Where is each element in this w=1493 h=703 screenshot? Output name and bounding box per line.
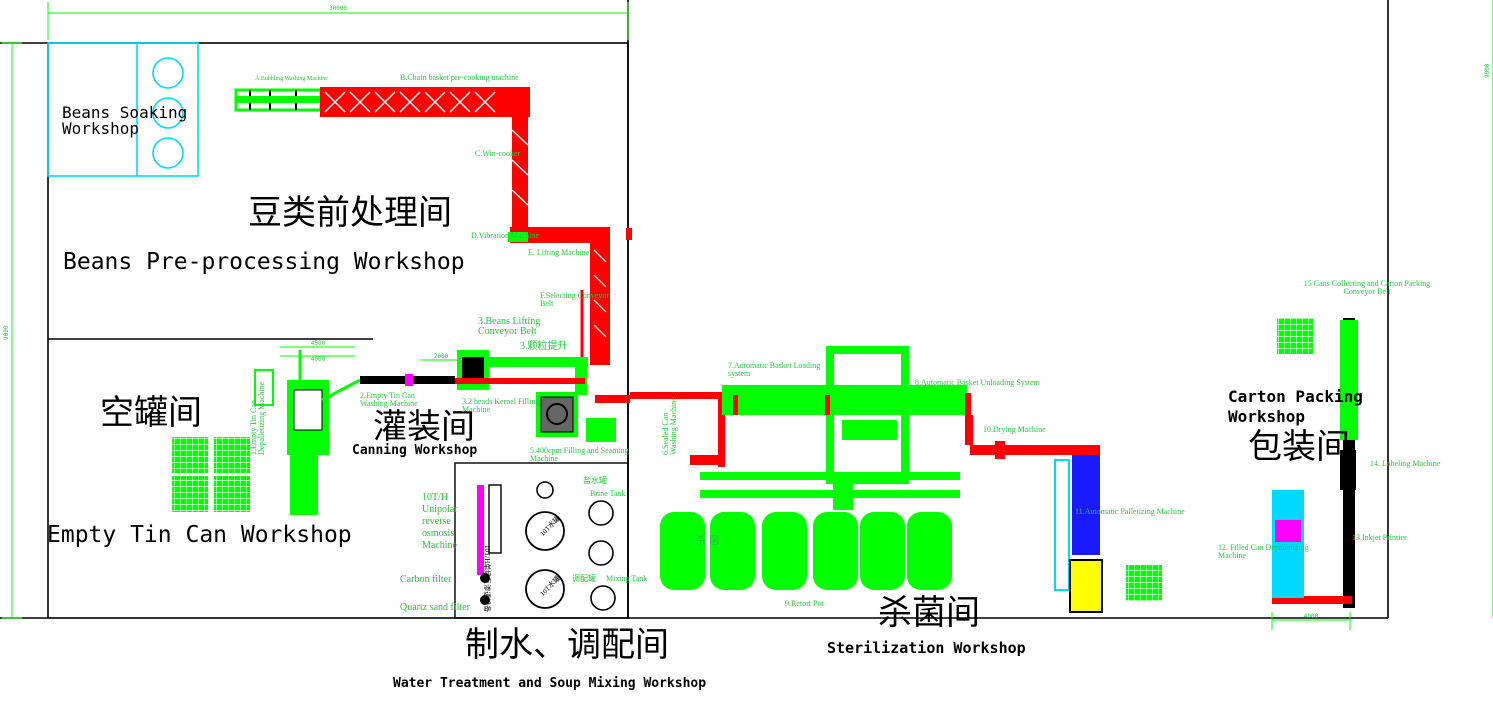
preprocessing-workshop-en: Beans Pre-processing Workshop xyxy=(63,249,465,275)
label-sterilization-sign: 杀 菌 xyxy=(695,535,720,547)
lifting-selecting-machine xyxy=(580,228,632,365)
sterilization-workshop-cn: 杀菌间 xyxy=(878,593,980,633)
label-inkjet: 13.Inkjet Printier xyxy=(1352,533,1407,542)
label-bubbling-washer: A.Bubbling Washing Machine xyxy=(255,76,328,82)
label-filler-seamer: 5.400cpm Filling and Seaming Machine xyxy=(530,446,629,463)
empty-can-workshop-cn: 空罐间 xyxy=(100,393,202,433)
beans-lifting-conveyor xyxy=(488,357,588,395)
label-palletizer: 11.Automatic Palletizing Machine xyxy=(1075,507,1185,516)
empty-can-dimension-b: 4000 xyxy=(311,356,326,363)
soaking-tanks xyxy=(47,42,199,177)
canning-workshop-cn: 灌装间 xyxy=(373,407,475,447)
empty-can-pallets xyxy=(172,437,250,512)
label-selecting: F.Selecting Conveyor Belt xyxy=(540,291,610,308)
overall-dimension-label: 30000 xyxy=(329,5,347,12)
retort-pots xyxy=(660,512,952,590)
canning-dimension-a: 2000 xyxy=(434,353,449,360)
label-filled-depalletizer: 12. Filled Can Depalletizing Machine xyxy=(1218,543,1309,560)
filling-seaming-machine xyxy=(536,392,616,442)
carton-dimension-a: 4000 xyxy=(1304,613,1319,620)
label-ro-machine: 10T/H Unipolar reverse osmosis Machine xyxy=(422,492,458,551)
empty-can-workshop-en: Empty Tin Can Workshop xyxy=(47,522,352,548)
label-beans-lifting: 3.Beans Lifting Conveyor Belt xyxy=(478,316,541,337)
label-sealed-washer: 6.Sealed Can Washing Machine xyxy=(661,397,678,455)
empty-can-washer xyxy=(360,374,455,386)
label-lifting: E. Lifting Machine xyxy=(528,248,590,257)
carton-workshop-cn: 包装间 xyxy=(1248,427,1350,467)
label-depalletizer: 1.Empty Tin Can Depalletizing Machine xyxy=(249,381,266,455)
sterilization-workshop-en: Sterilization Workshop xyxy=(827,639,1026,657)
label-carbon-filter: Carbon filter xyxy=(400,574,452,585)
label-drying: 10.Drying Machine xyxy=(983,425,1046,434)
canning-workshop-en: Canning Workshop xyxy=(352,443,478,458)
water-workshop-en: Water Treatment and Soup Mixing Workshop xyxy=(393,676,707,691)
label-vibration: D.Vibration Machine xyxy=(471,231,539,240)
carton-workshop-en: Carton Packing Workshop xyxy=(1228,387,1363,426)
label-precooker: B.Chain basket pre-cooking machine xyxy=(400,73,519,82)
label-quartz-filter: Quartz sand filter xyxy=(400,602,470,613)
sealed-can-conveyor xyxy=(630,392,725,467)
carton-packing-line xyxy=(1272,318,1358,608)
canning-conveyor xyxy=(455,378,630,403)
wind-cooler xyxy=(511,115,529,230)
label-can-washer: 2.Empty Tin Can Washing Machine xyxy=(360,391,418,408)
palletizing-machine xyxy=(1054,455,1162,613)
bubbling-washing-machine xyxy=(234,88,323,112)
label-brine-tank-cn: 盐水罐 xyxy=(583,476,607,485)
label-retort: 9.Retort Pot xyxy=(785,599,824,608)
label-ro-cn: 10T/H单级反渗透设备 xyxy=(483,545,491,613)
water-treatment-room xyxy=(454,462,629,619)
empty-can-dimension-a: 4500 xyxy=(311,340,326,347)
side-dimension-label-right: 9000 xyxy=(1484,63,1491,78)
soaking-workshop-label: Beans Soaking Workshop xyxy=(62,103,188,138)
label-basket-unloading: 8.Automatic Basket Unloading System xyxy=(915,378,1040,387)
dimension-lines xyxy=(2,0,1493,630)
label-brine-tank: Brine Tank xyxy=(590,489,626,498)
empty-can-depalletizer xyxy=(254,350,361,515)
basket-loading-system xyxy=(700,346,971,510)
label-mixing-tank: Mixing Tank xyxy=(606,574,648,583)
label-carton-conveyor: 15 Cans Collecting and Carton Packing Co… xyxy=(1303,279,1431,296)
preprocessing-workshop-cn: 豆类前处理间 xyxy=(248,193,452,233)
chain-basket-precooker xyxy=(320,87,530,117)
label-basket-loading: 7.Automatic Basket Loading system xyxy=(728,361,821,378)
water-workshop-cn: 制水、调配间 xyxy=(465,625,669,665)
vibration-machine xyxy=(508,227,610,243)
drying-machine xyxy=(965,415,1100,459)
label-mixing-tank-cn: 调配罐 xyxy=(572,574,596,583)
label-win-cooler: C.Win-cooker xyxy=(475,149,521,158)
label-beans-lifting-cn: 3.颗粒提升 xyxy=(520,341,568,352)
side-dimension-label: 9000 xyxy=(3,325,10,340)
label-labeling: 14. Labeling Machine xyxy=(1370,459,1441,468)
label-kernel-filler: 3.2 heads Kernel Filling Machine xyxy=(462,397,540,414)
